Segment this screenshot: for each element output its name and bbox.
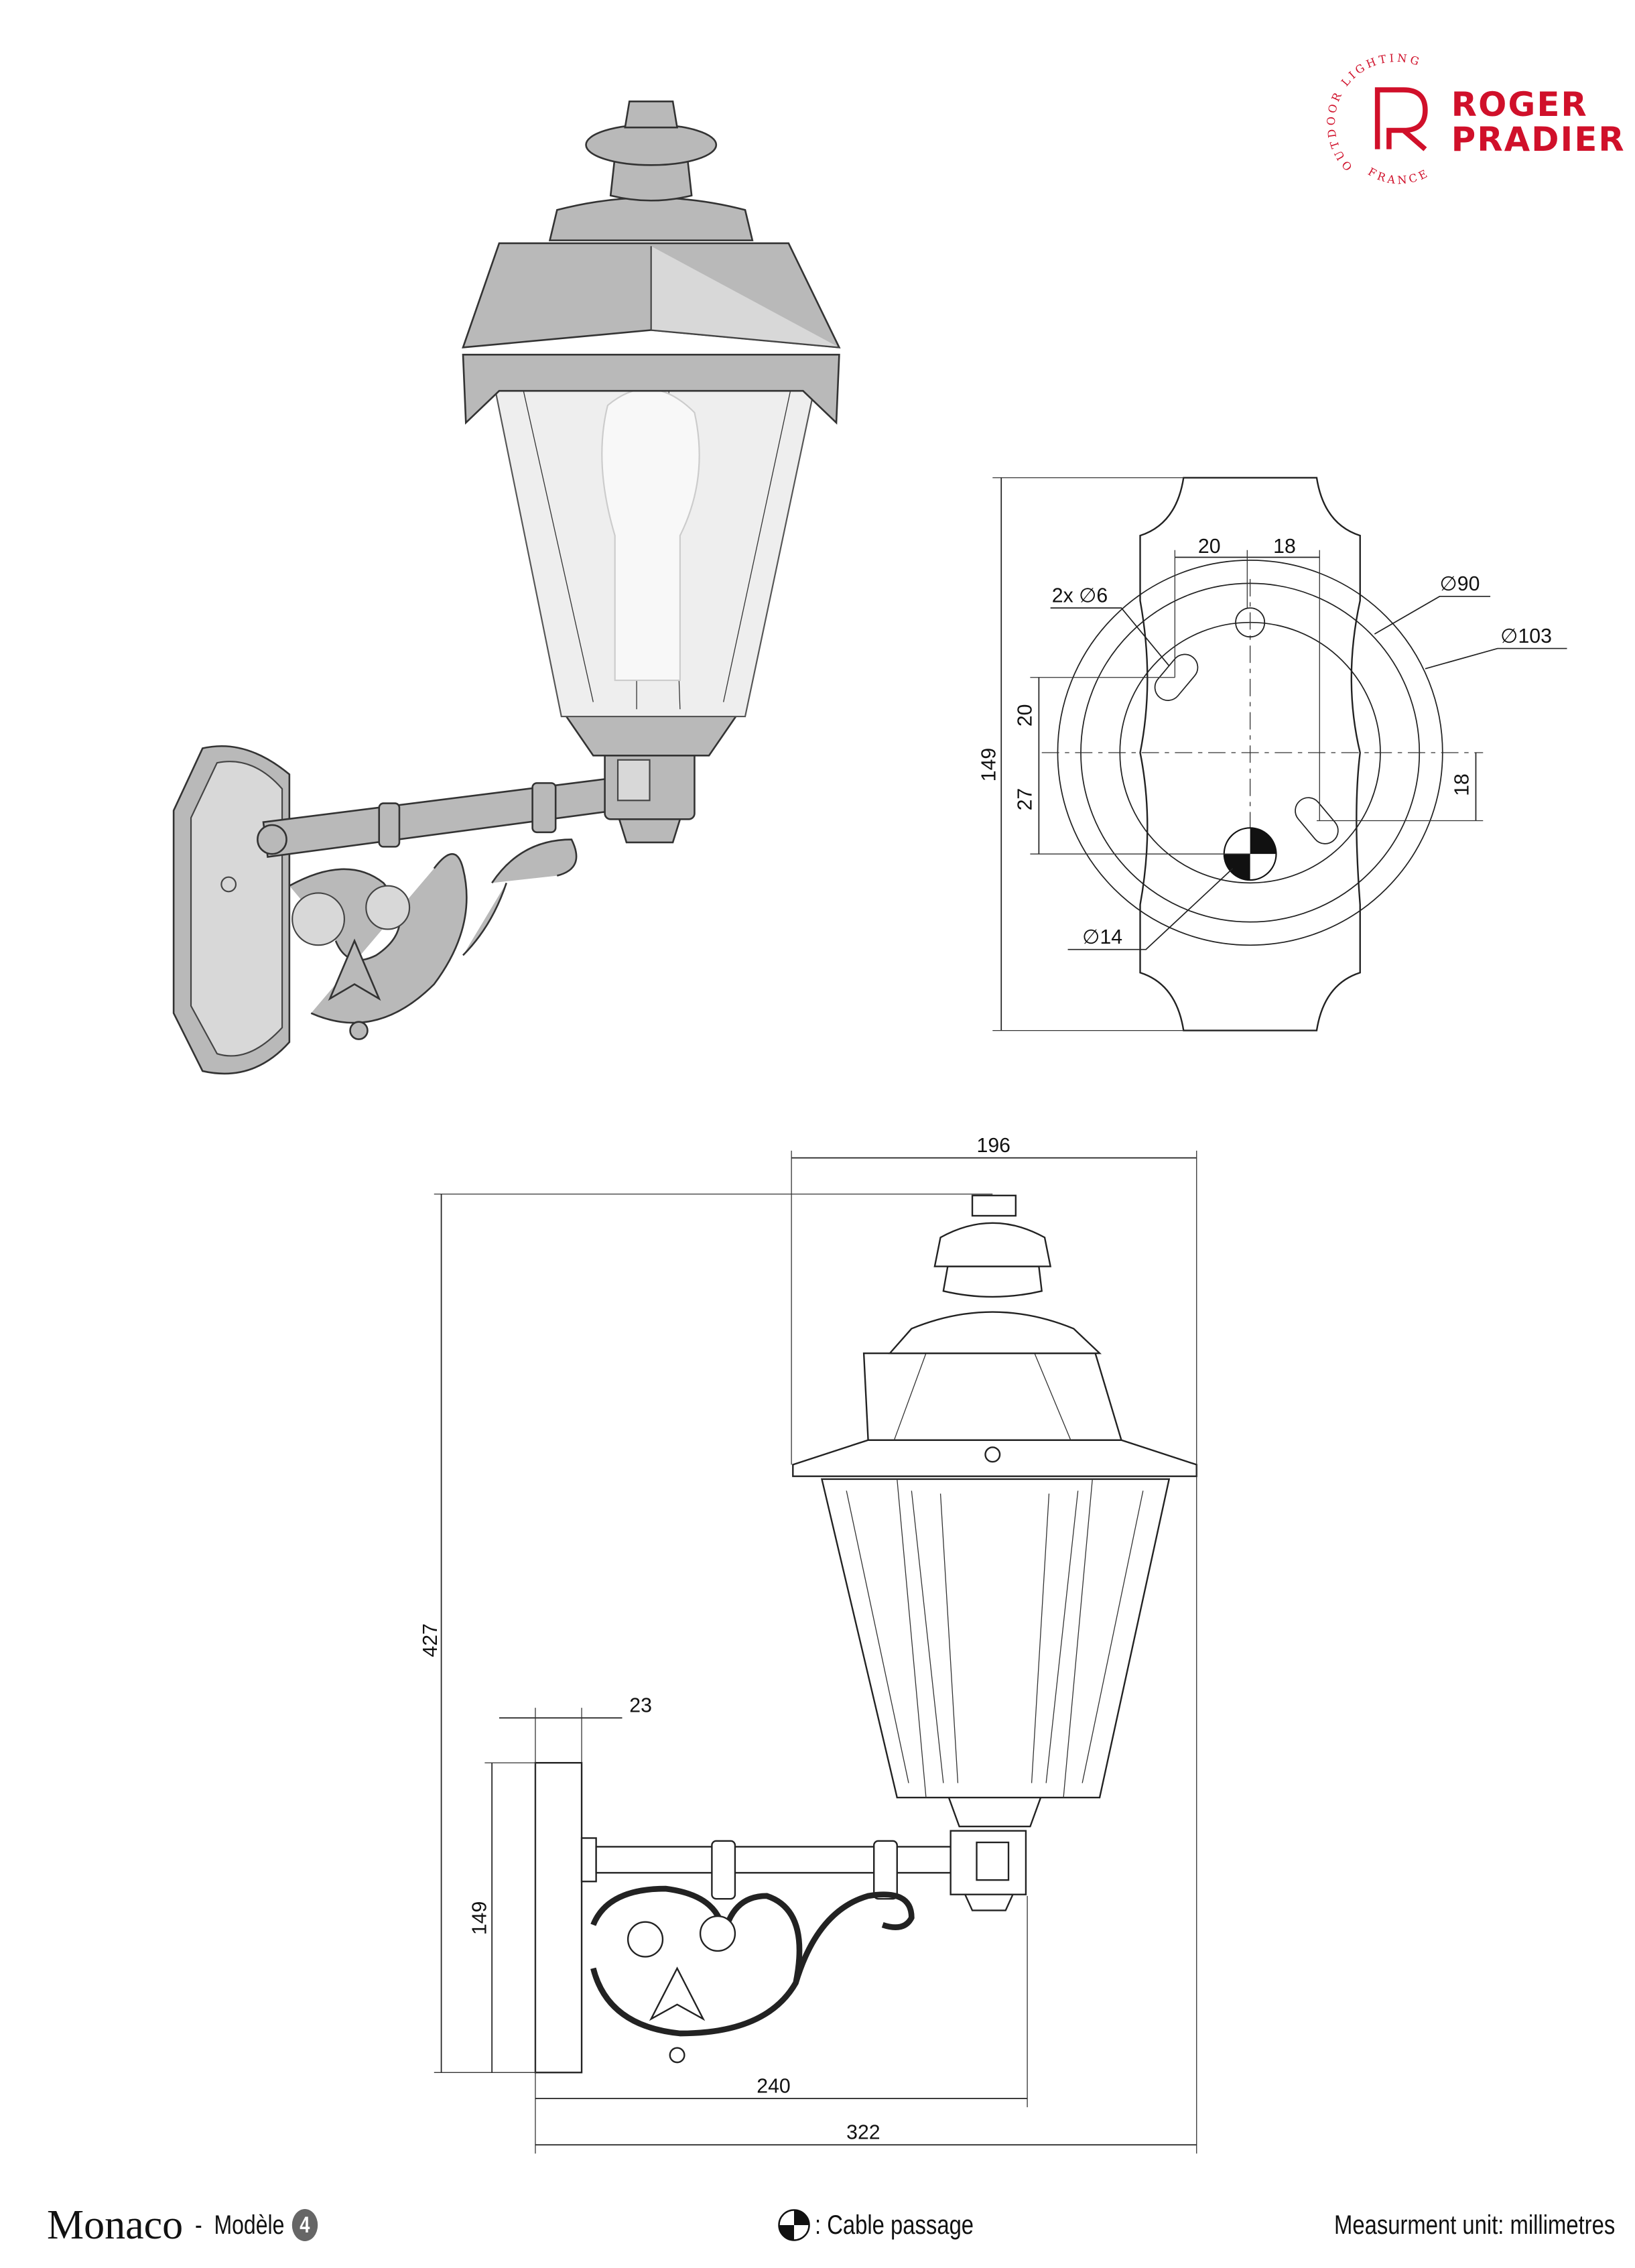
dim-total-depth: 322 [846,2122,880,2144]
measurement-unit: Measurment unit: millimetres [1272,2192,1615,2259]
dim-circle-outer: ∅103 [1500,625,1552,647]
model-name: Monaco [47,2202,184,2248]
dim-cable-hole: ∅14 [1082,926,1122,948]
svg-text:OUTDOOR LIGHTING: OUTDOOR LIGHTING [1325,52,1423,174]
logo-ring-text: OUTDOOR LIGHTING [1325,52,1421,174]
cable-passage-icon [778,2209,810,2241]
dim-circle-inner: ∅90 [1439,573,1480,595]
backplate-dimension-diagram: 149 20 27 18 20 18 2x ∅6 ∅90 ∅103 ∅14 [978,477,1567,1031]
model-number-badge: 4 [291,2209,318,2241]
title-separator: - [195,2210,202,2240]
dim-hole-spacing-right: 18 [1273,536,1296,558]
dim-plate-height: 149 [469,1901,491,1935]
front-view-drawing: 196 427 149 23 240 322 [419,1135,1197,2154]
model-label: Modèle [214,2210,285,2240]
measurement-unit-label: Measurment unit: millimetres [1333,2210,1615,2240]
dim-total-height: 427 [419,1623,442,1657]
dim-offset-top: 20 [1015,704,1037,727]
dim-right-offset: 18 [1451,773,1474,796]
dim-backplate-height: 149 [978,748,1000,781]
svg-text:FRANCE: FRANCE [1366,165,1431,186]
dim-holes: 2x ∅6 [1052,584,1108,607]
dim-width-top: 196 [977,1135,1010,1157]
isometric-lamp-view [172,101,841,1075]
cable-passage-legend: : Cable passage [777,2192,1008,2259]
logo-ring-text-france: FRANCE [1366,165,1429,186]
dim-plate-depth: 23 [629,1695,652,1717]
logo-brand-line1: ROGER [1451,85,1588,124]
dim-hole-spacing-left: 20 [1198,536,1221,558]
roger-pradier-logo: ROGER PRADIER OUTDOOR LIGHTING FRANCE [1325,52,1626,187]
dim-offset-bottom: 27 [1015,788,1037,811]
cable-passage-label: : Cable passage [815,2210,974,2240]
dim-arm-length: 240 [757,2076,790,2098]
logo-brand-line2: PRADIER [1451,120,1626,159]
